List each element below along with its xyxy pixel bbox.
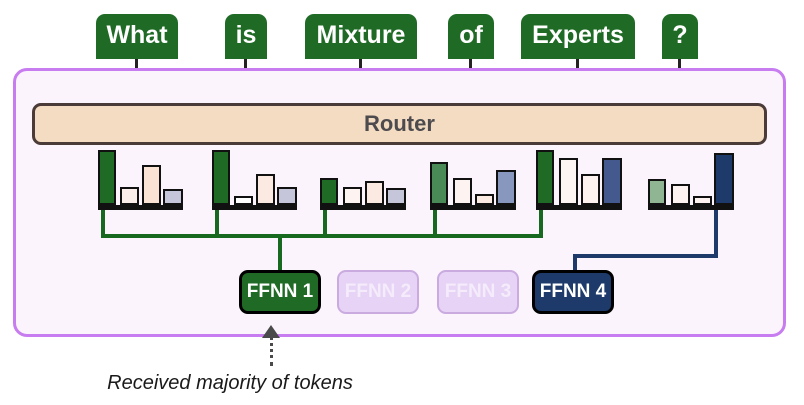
gate-bar-is-ffnn2	[234, 196, 253, 205]
gate-bar-of-ffnn2	[453, 178, 472, 205]
wire-green-drop-what	[101, 210, 105, 238]
expert-ffnn-3-label: FFNN 3	[444, 281, 512, 302]
gate-chart-baseline	[320, 205, 406, 210]
gate-bar-question-ffnn1	[648, 179, 666, 205]
gate-bar-of-ffnn1	[430, 162, 448, 205]
gate-chart-experts	[536, 150, 622, 210]
gate-bar-is-ffnn3	[256, 174, 275, 205]
gate-bar-of-ffnn4	[496, 170, 516, 205]
gate-chart-baseline	[536, 205, 622, 210]
wire-navy-to-ffnn4	[573, 254, 577, 272]
gate-bar-what-ffnn1	[98, 150, 116, 205]
gate-bar-is-ffnn1	[212, 150, 230, 205]
gate-bar-what-ffnn4	[163, 189, 183, 205]
gate-chart-baseline	[212, 205, 297, 210]
expert-ffnn-4-label: FFNN 4	[539, 281, 607, 302]
expert-ffnn-3[interactable]: FFNN 3	[437, 270, 519, 314]
wire-green-drop-of	[433, 210, 437, 238]
expert-ffnn-2[interactable]: FFNN 2	[337, 270, 419, 314]
gate-chart-baseline	[648, 205, 734, 210]
wire-green-drop-is	[215, 210, 219, 238]
token-question-mark[interactable]: ?	[662, 14, 698, 59]
gate-chart-is	[212, 150, 297, 210]
wire-green-bus	[101, 234, 543, 238]
gate-bar-question-ffnn4	[714, 153, 734, 205]
gate-bar-mixture-ffnn3	[365, 181, 384, 205]
token-is[interactable]: is	[225, 14, 267, 59]
wire-green-drop-experts	[539, 210, 543, 238]
gate-bar-mixture-ffnn1	[320, 178, 338, 205]
annotation-caption: Received majority of tokens	[107, 372, 353, 394]
wire-green-to-ffnn1	[278, 234, 282, 272]
gate-bar-is-ffnn4	[277, 187, 297, 205]
expert-ffnn-2-label: FFNN 2	[344, 281, 412, 302]
expert-ffnn-1-label: FFNN 1	[246, 281, 314, 302]
gate-bar-question-ffnn3	[693, 196, 712, 205]
gate-chart-baseline	[98, 205, 183, 210]
token-mixture[interactable]: Mixture	[305, 14, 417, 59]
expert-ffnn-4[interactable]: FFNN 4	[532, 270, 614, 314]
gate-chart-baseline	[430, 205, 516, 210]
gate-bar-experts-ffnn2	[559, 158, 578, 205]
gate-bar-of-ffnn3	[475, 194, 494, 205]
gate-bar-experts-ffnn3	[581, 174, 600, 205]
gate-bar-mixture-ffnn2	[343, 187, 362, 205]
wire-navy-bus	[573, 254, 718, 258]
token-experts[interactable]: Experts	[521, 14, 635, 59]
gate-chart-question	[648, 153, 734, 210]
gate-bar-experts-ffnn4	[602, 158, 622, 205]
router-label: Router	[364, 111, 435, 136]
router-bar[interactable]: Router	[32, 103, 767, 145]
token-of[interactable]: of	[448, 14, 494, 59]
annotation-dotted-line-icon	[270, 330, 276, 366]
gate-chart-of	[430, 155, 516, 210]
expert-ffnn-1[interactable]: FFNN 1	[239, 270, 321, 314]
wire-navy-drop-question	[714, 210, 718, 258]
gate-bar-experts-ffnn1	[536, 150, 554, 205]
gate-bar-what-ffnn3	[142, 165, 161, 205]
gate-chart-mixture	[320, 155, 406, 210]
wire-green-drop-mixture	[323, 210, 327, 238]
token-what[interactable]: What	[96, 14, 178, 59]
gate-bar-question-ffnn2	[671, 184, 690, 205]
gate-chart-what	[98, 150, 183, 210]
gate-bar-what-ffnn2	[120, 187, 139, 205]
gate-bar-mixture-ffnn4	[386, 188, 406, 205]
